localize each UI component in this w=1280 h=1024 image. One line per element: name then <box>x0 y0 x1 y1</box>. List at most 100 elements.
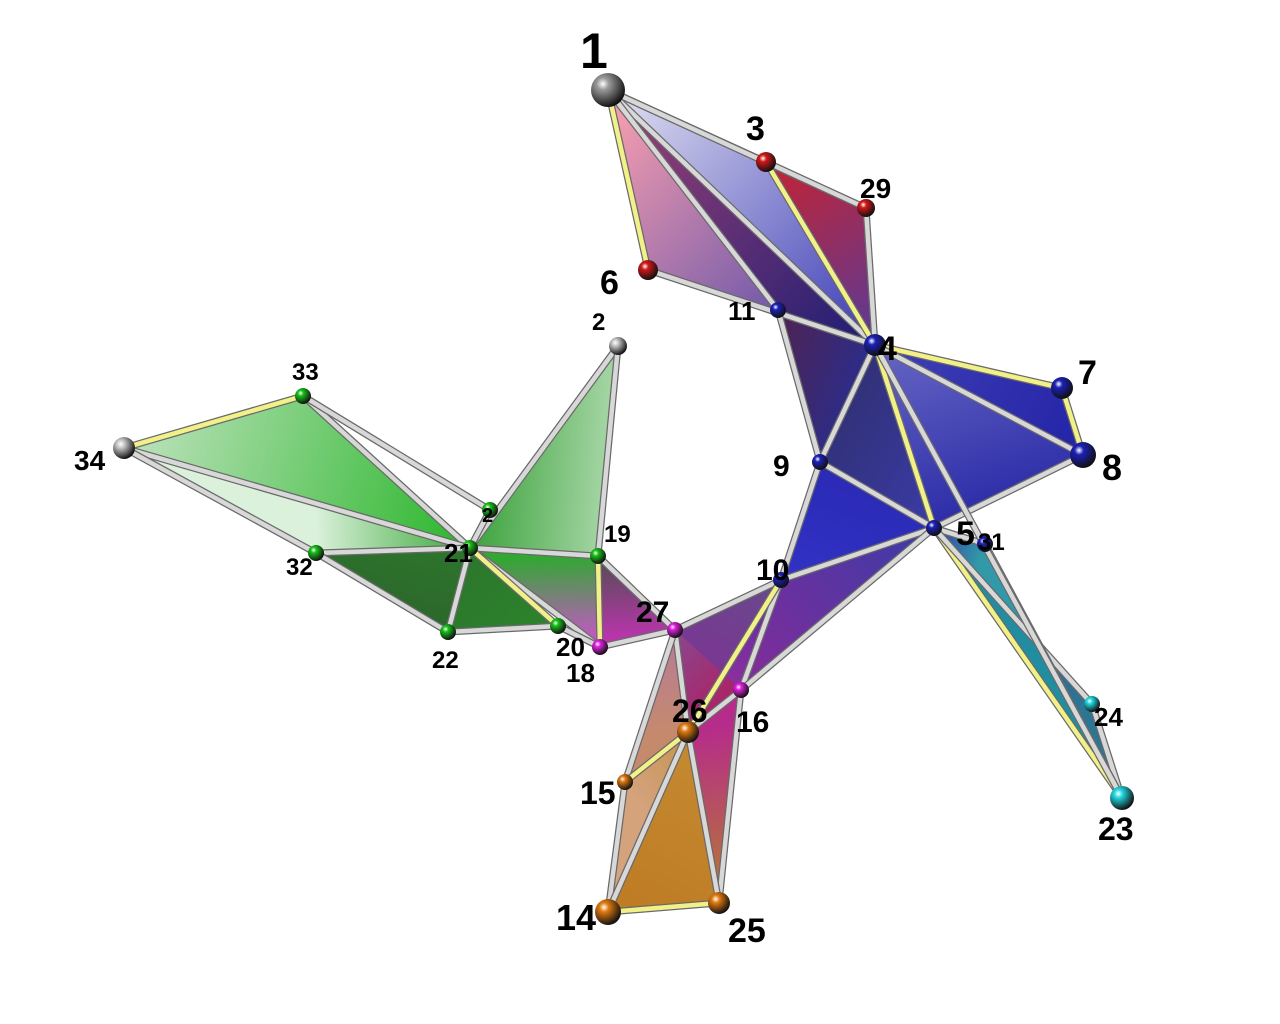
edge-5-8 <box>931 452 1086 531</box>
edge-21-33 <box>300 393 473 551</box>
node-label-25: 25 <box>728 912 766 950</box>
node-label-15: 15 <box>580 775 616 811</box>
edge-16-26 <box>685 687 744 735</box>
node-label-33: 33 <box>292 359 319 386</box>
node-23 <box>1110 786 1134 810</box>
node-6 <box>638 260 658 280</box>
edge-2-19 <box>595 343 621 559</box>
edge-21-34 <box>121 445 473 551</box>
bond-yellow-18-19 <box>595 553 603 650</box>
edge-9-10 <box>778 459 823 583</box>
edge-5-16 <box>738 525 937 693</box>
node-33 <box>295 388 311 404</box>
bond-yellow-15-26 <box>622 729 691 785</box>
edge-11-9 <box>775 307 823 465</box>
node-label-9: 9 <box>773 450 790 483</box>
node-25 <box>708 892 730 914</box>
node-label-2: 2 <box>592 309 605 336</box>
nodes-layer <box>113 73 1134 925</box>
node-label-10: 10 <box>756 554 789 587</box>
node-27 <box>667 622 683 638</box>
edge-4-8 <box>872 342 1086 458</box>
edge-34-32 <box>121 445 319 556</box>
edge-16-25 <box>716 687 744 906</box>
node-9 <box>812 454 828 470</box>
node-16 <box>733 682 749 698</box>
node-1 <box>591 73 625 107</box>
node-5 <box>926 520 942 536</box>
node-label-29: 29 <box>860 173 891 204</box>
node-label-11: 11 <box>728 296 756 326</box>
edge-27-26 <box>672 627 691 735</box>
bond-yellow-4-5 <box>872 342 937 531</box>
edge-21-19 <box>467 545 601 559</box>
node-32 <box>308 545 324 561</box>
edge-29-4 <box>863 205 878 348</box>
node-2 <box>609 337 627 355</box>
edge-22-20 <box>445 623 561 635</box>
node-8 <box>1070 442 1096 468</box>
edge-27-18 <box>597 627 678 650</box>
node-label-22: 22 <box>432 647 459 674</box>
edge-15-14 <box>605 779 628 915</box>
node-label-6: 6 <box>600 264 619 302</box>
node-label-14: 14 <box>556 897 596 938</box>
edge-1-11 <box>605 87 781 313</box>
bond-yellow-5-23 <box>931 525 1125 801</box>
node-label-18: 18 <box>566 658 595 688</box>
face-9-4-5 <box>820 345 934 528</box>
edge-27-15 <box>622 627 678 785</box>
node-label-5: 5 <box>956 515 975 553</box>
node-14 <box>595 899 621 925</box>
bond-yellow-14-25 <box>605 900 722 915</box>
node-label-20: 20 <box>556 632 585 662</box>
edge-21-22 <box>445 545 473 635</box>
node-label-1: 1 <box>580 23 608 79</box>
bond-yellow-21-20 <box>467 545 561 629</box>
node-21 <box>462 540 478 556</box>
node-label-34: 34 <box>74 445 106 476</box>
bond-yellow-1-6 <box>605 87 651 273</box>
node-34 <box>113 437 135 459</box>
edge-21-32 <box>313 545 473 556</box>
edge-14-26 <box>605 729 691 915</box>
face-26-16-25 <box>688 690 741 903</box>
bond-yellow-10-26 <box>685 577 784 735</box>
bond-yellow-4-7 <box>872 342 1065 391</box>
edge-6-4 <box>645 267 878 348</box>
face-11-9-4 <box>778 310 875 462</box>
node-label-3: 3 <box>746 110 765 148</box>
edge-10-16 <box>738 577 784 693</box>
node-label-21: 21 <box>444 538 473 568</box>
face-21-33-34 <box>124 396 470 548</box>
node-22 <box>440 624 456 640</box>
node-label-4: 4 <box>878 330 897 368</box>
node-10 <box>773 572 789 588</box>
node-label-7: 7 <box>1078 354 1097 392</box>
node-29 <box>857 199 875 217</box>
node-label-26: 26 <box>672 693 708 729</box>
edge-27-19 <box>595 553 678 633</box>
edge-2x-33 <box>300 393 493 513</box>
node-31 <box>977 536 993 552</box>
node-15 <box>617 774 633 790</box>
node-2x <box>482 502 498 518</box>
edges-layer <box>120 86 1126 916</box>
edge-9-5 <box>817 459 937 531</box>
node-19 <box>590 548 606 564</box>
edge-32-22 <box>313 550 451 635</box>
edge-4-9 <box>817 342 878 465</box>
node-4 <box>864 334 886 356</box>
bond-yellow-33-34 <box>121 393 306 451</box>
node-label-23: 23 <box>1098 811 1134 847</box>
face-21-32-22 <box>316 548 470 632</box>
node-20 <box>550 618 566 634</box>
node-label-19: 19 <box>604 521 631 548</box>
edge-5-31 <box>931 525 988 547</box>
face-9-5-10 <box>781 462 934 580</box>
face-4-8-5 <box>875 345 1083 528</box>
edge-10-27 <box>672 577 784 633</box>
node-18 <box>592 639 608 655</box>
node-26 <box>677 721 699 743</box>
node-label-16: 16 <box>736 706 769 739</box>
